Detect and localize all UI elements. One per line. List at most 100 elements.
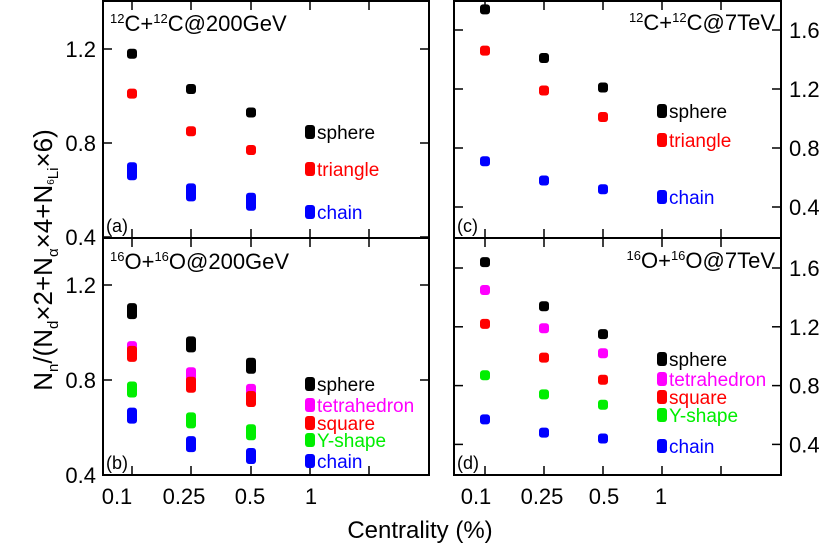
y-tick-label: 1.2 — [65, 273, 96, 298]
marker-tetrahedron — [480, 285, 490, 296]
legend-label-y-shape: Y-shape — [317, 431, 386, 452]
legend-marker — [657, 439, 667, 453]
marker-y-shape — [186, 412, 196, 429]
plot-frame — [102, 0, 430, 239]
y-tick-label: 0.8 — [65, 368, 96, 393]
legend-marker — [657, 133, 667, 147]
legend-label-square: square — [669, 388, 727, 409]
marker-y-shape — [127, 381, 137, 398]
svg-text:Nn/(Nd×2+Nα×4+N6Li×6): Nn/(Nd×2+Nα×4+N6Li×6) — [28, 129, 62, 391]
panel-a: 0.40.81.212C+12C@200GeV(a)spheretriangle… — [65, 0, 430, 250]
marker-chain — [598, 184, 608, 195]
x-tick-labels-right: 0.1 0.25 0.5 1 — [461, 484, 667, 509]
y-tick-label: 1.2 — [789, 77, 820, 102]
y-tick-label: 0.8 — [789, 374, 820, 399]
marker-triangle — [127, 88, 137, 99]
panel-title: 12C+12C@200GeV — [110, 11, 287, 36]
marker-triangle — [539, 85, 549, 96]
legend-label-tetrahedron: tetrahedron — [669, 370, 766, 391]
marker-chain — [480, 156, 490, 167]
x-tick-labels-left: 0.1 0.25 0.5 1 — [102, 484, 317, 509]
legend-label-sphere: sphere — [317, 123, 375, 144]
svg-text:0.5: 0.5 — [235, 484, 266, 509]
svg-text:1: 1 — [655, 484, 667, 509]
legend-marker — [305, 125, 315, 139]
y-tick-label: 1.2 — [789, 315, 820, 340]
marker-y-shape — [539, 389, 549, 400]
legend-marker — [305, 162, 315, 176]
legend-marker — [657, 190, 667, 204]
panel-label: (b) — [106, 453, 128, 473]
y-tick-label: 0.8 — [789, 136, 820, 161]
legend-label-triangle: triangle — [669, 131, 731, 152]
marker-square — [480, 318, 490, 329]
legend-label-sphere: sphere — [317, 375, 375, 396]
marker-triangle — [598, 112, 608, 123]
legend-label-sphere: sphere — [669, 350, 727, 371]
marker-sphere — [127, 48, 137, 59]
svg-text:0.1: 0.1 — [102, 484, 133, 509]
y-tick-label: 0.4 — [65, 225, 96, 250]
panel-title: 16O+16O@200GeV — [110, 249, 289, 274]
marker-y-shape — [598, 399, 608, 410]
legend-label-chain: chain — [317, 203, 362, 224]
legend-marker — [305, 377, 315, 391]
legend-label-tetrahedron: tetrahedron — [317, 396, 414, 417]
legend-marker — [657, 390, 667, 404]
y-axis-label: Nn/(Nd×2+Nα×4+N6Li×6) — [28, 129, 62, 391]
marker-chain — [480, 414, 490, 425]
marker-sphere — [186, 83, 196, 94]
marker-chain — [246, 192, 256, 211]
marker-chain — [186, 436, 196, 453]
marker-chain — [127, 162, 137, 181]
legend-label-square: square — [317, 414, 375, 435]
svg-text:0.25: 0.25 — [163, 484, 206, 509]
legend-label-triangle: triangle — [317, 160, 379, 181]
marker-chain — [598, 433, 608, 444]
panel-label: (c) — [457, 216, 478, 236]
marker-chain — [246, 448, 256, 464]
marker-sphere — [539, 301, 549, 312]
legend-marker — [657, 104, 667, 118]
panel-d: 0.40.81.21.616O+16O@7TeV(d)spheretetrahe… — [453, 237, 820, 476]
marker-sphere — [598, 329, 608, 340]
marker-tetrahedron — [539, 323, 549, 334]
legend-marker — [305, 433, 315, 447]
y-tick-label: 0.4 — [789, 195, 820, 220]
marker-square — [186, 376, 196, 393]
panel-label: (d) — [457, 453, 479, 473]
marker-square — [246, 391, 256, 407]
legend-marker — [305, 398, 315, 412]
panel-c: 0.40.81.21.612C+12C@7TeV(c)spheretriangl… — [453, 0, 820, 239]
y-tick-label: 1.6 — [789, 18, 820, 43]
marker-sphere — [246, 107, 256, 118]
legend-marker — [305, 205, 315, 219]
panel-title: 16O+16O@7TeV — [627, 248, 776, 273]
marker-sphere — [127, 303, 137, 320]
marker-y-shape — [246, 424, 256, 441]
plot-frame — [102, 237, 430, 476]
marker-square — [598, 374, 608, 385]
marker-sphere — [539, 53, 549, 64]
marker-sphere — [186, 336, 196, 353]
svg-text:0.5: 0.5 — [589, 484, 620, 509]
panel-b: 0.4 0.8 1.2 16O+16O@200GeV (b) spheretetrahed… — [65, 237, 430, 488]
marker-sphere — [598, 82, 608, 93]
marker-triangle — [246, 145, 256, 156]
marker-y-shape — [480, 370, 490, 381]
panel-label: (a) — [106, 216, 128, 236]
legend-marker — [305, 416, 315, 430]
legend-marker — [657, 352, 667, 366]
marker-tetrahedron — [598, 348, 608, 359]
y-tick-label: 1.6 — [789, 256, 820, 281]
y-tick-label: 0.4 — [65, 463, 96, 488]
legend-label-y-shape: Y-shape — [669, 406, 738, 427]
legend-label-chain: chain — [669, 437, 714, 458]
svg-text:1: 1 — [305, 484, 317, 509]
svg-text:0.1: 0.1 — [461, 484, 492, 509]
marker-chain — [186, 183, 196, 202]
legend-marker — [657, 408, 667, 422]
y-tick-label: 0.8 — [65, 131, 96, 156]
marker-sphere — [246, 357, 256, 374]
